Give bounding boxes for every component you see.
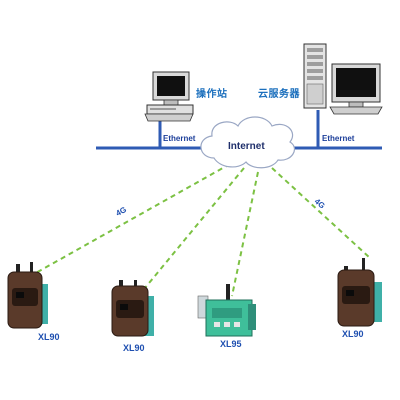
device-xl90-4 (337, 258, 382, 327)
device-xl95 (197, 284, 256, 337)
link-device-4 (271, 167, 371, 259)
pc-label: 操作站 (196, 89, 228, 100)
device-1-label: XL90 (38, 332, 60, 342)
ethernet-right-label: Ethernet (322, 134, 355, 143)
internet-cloud (200, 116, 295, 169)
wireless-links (33, 163, 371, 297)
device-xl90-1 (7, 262, 48, 329)
device-3-label: XL95 (220, 339, 242, 349)
cloud-server (303, 43, 383, 115)
link-device-1 (33, 163, 231, 275)
server-label: 云服务器 (258, 89, 300, 100)
device-xl90-2 (111, 280, 154, 337)
link-device-2 (139, 167, 245, 295)
internet-label: Internet (228, 141, 265, 152)
device-4-label: XL90 (342, 329, 364, 339)
device-2-label: XL90 (123, 343, 145, 353)
link-device-3 (231, 171, 259, 297)
pc-workstation (144, 71, 194, 122)
ethernet-left-label: Ethernet (163, 134, 196, 143)
